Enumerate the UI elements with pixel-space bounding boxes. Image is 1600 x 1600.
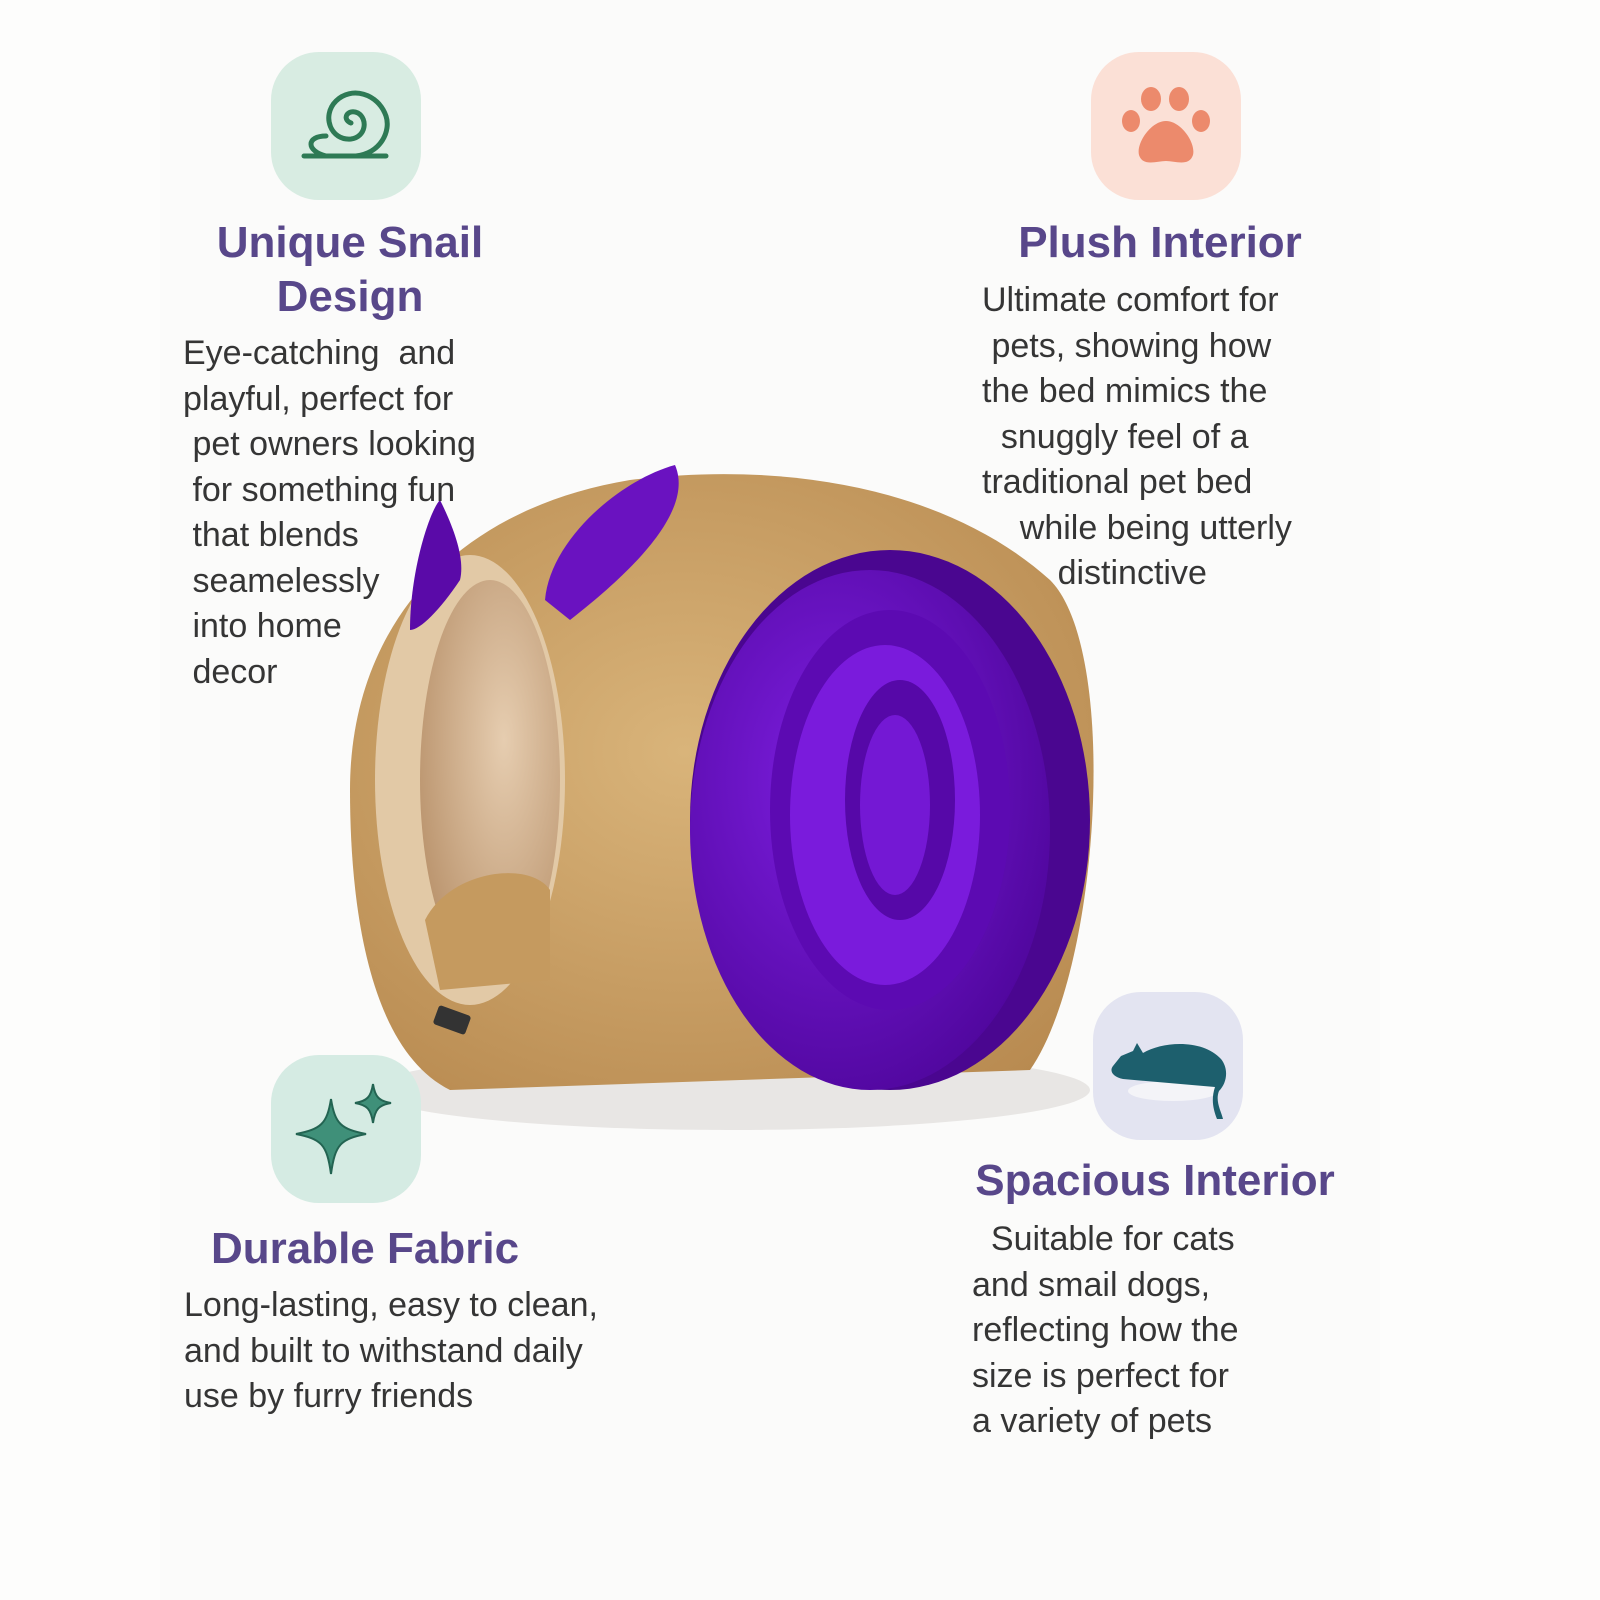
feature-body-spacious-interior: Suitable for cats and smail dogs, reflecti… [972, 1217, 1239, 1445]
feature-body-plush-interior: Ultimate comfort for pets, showing how th… [982, 278, 1292, 597]
paw-icon-tile [1091, 52, 1241, 200]
feature-title-spacious-interior: Spacious Interior [925, 1154, 1385, 1208]
sleeping-cat-icon [1111, 1043, 1227, 1119]
body-line: while being utterly [982, 508, 1292, 547]
body-line: decor [183, 652, 278, 691]
body-line: and smail dogs, [972, 1265, 1211, 1304]
feature-body-snail-design: Eye-catching and playful, perfect for pet… [183, 331, 476, 695]
body-line: use by furry friends [184, 1377, 474, 1415]
body-line: Eye-catching and [183, 334, 456, 372]
body-line: playful, perfect for [183, 379, 454, 418]
cat-icon-tile [1093, 992, 1243, 1140]
title-line: Plush Interior [1018, 218, 1302, 267]
snail-icon-tile [271, 52, 421, 200]
body-line: Long-lasting, easy to clean, [184, 1286, 598, 1324]
body-line: snuggly feel of a [982, 417, 1249, 456]
body-line: that blends [183, 516, 359, 554]
feature-title-plush-interior: Plush Interior [940, 216, 1380, 270]
body-line: for something fun [183, 470, 456, 509]
snail-pet-bed-image [330, 450, 1130, 1170]
body-line: and built to withstand daily [184, 1331, 583, 1370]
body-line: traditional pet bed [982, 463, 1253, 501]
title-line: Unique Snail [216, 218, 484, 267]
body-line: reflecting how the [972, 1311, 1239, 1349]
body-line: Ultimate comfort for [982, 281, 1279, 319]
body-line: size is perfect for [972, 1356, 1229, 1395]
body-line: Suitable for cats [972, 1220, 1235, 1258]
body-line: into home [183, 607, 342, 645]
body-line: the bed mimics the [982, 372, 1268, 410]
sparkle-icon [295, 1083, 392, 1175]
title-line: Design [276, 272, 424, 321]
snail-icon [301, 90, 390, 159]
paw-icon [1122, 87, 1210, 163]
title-line: Spacious Interior [975, 1156, 1335, 1205]
feature-title-durable-fabric: Durable Fabric [145, 1222, 585, 1276]
feature-body-durable-fabric: Long-lasting, easy to clean, and built to… [184, 1283, 598, 1420]
body-line: a variety of pets [972, 1402, 1213, 1440]
body-line: seamelessly [183, 561, 380, 600]
title-line: Durable Fabric [210, 1224, 520, 1273]
sparkle-icon-tile [271, 1055, 421, 1203]
feature-title-snail-design: Unique Snail Design [150, 216, 550, 324]
body-line: pet owners looking [183, 425, 476, 463]
body-line: distinctive [982, 554, 1207, 592]
body-line: pets, showing how [982, 326, 1272, 365]
